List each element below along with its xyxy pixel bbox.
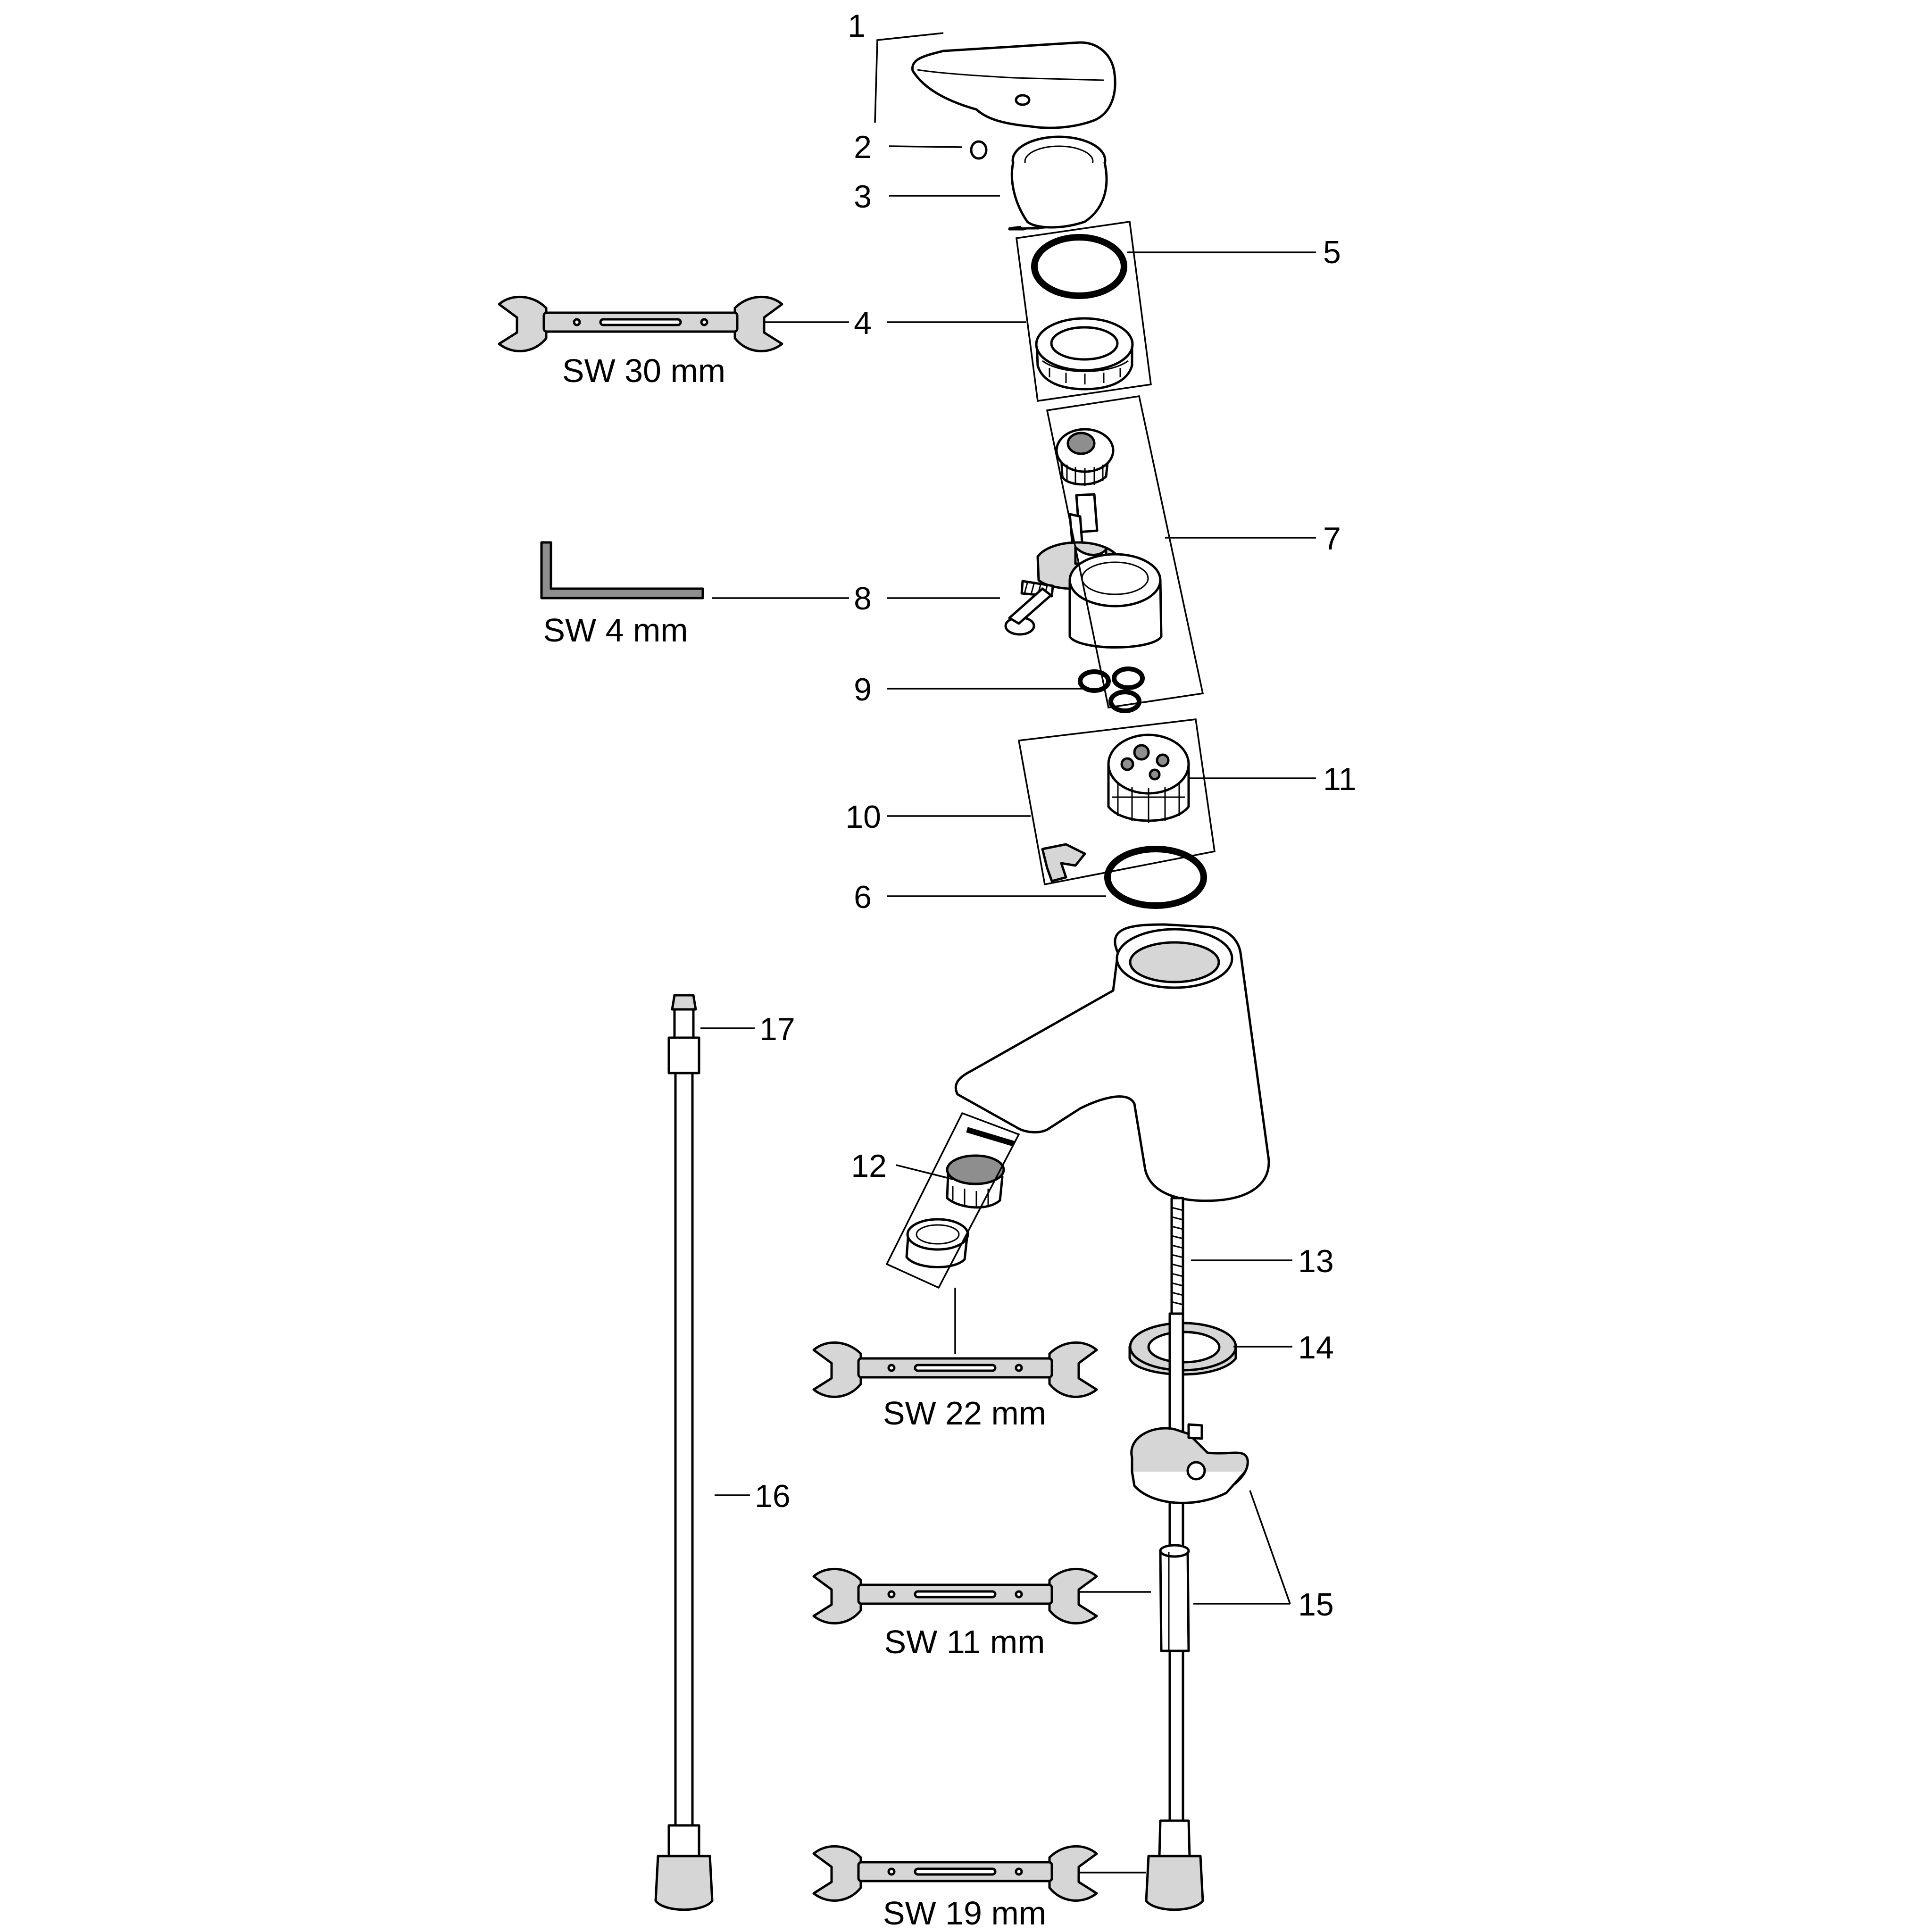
callout-7: 7 <box>1323 521 1341 557</box>
tool-label-sw-19: SW 19 mm <box>883 1895 1046 1932</box>
callout-2: 2 <box>854 129 872 165</box>
callout-15: 15 <box>1298 1587 1334 1623</box>
callout-13: 13 <box>1298 1243 1334 1279</box>
callout-10: 10 <box>845 799 881 835</box>
hex-key-icon <box>540 541 704 600</box>
part-2-set-screw <box>970 140 988 160</box>
tool-label-sw-4: SW 4 mm <box>543 612 688 649</box>
part-12-aerator <box>905 1127 1015 1268</box>
part-9-small-o-rings <box>1078 666 1145 713</box>
group-box-10-11 <box>1017 718 1216 886</box>
faucet-body <box>954 923 1270 1202</box>
callout-3: 3 <box>854 179 872 215</box>
part-6-o-ring-lower <box>1104 846 1207 909</box>
part-8-fixing-screw <box>1004 580 1054 636</box>
group-box-7 <box>1046 395 1204 708</box>
part-11-valve-insert <box>1107 733 1190 823</box>
callout-11: 11 <box>1323 761 1357 797</box>
supply-hose-left <box>654 994 714 1911</box>
part-7-cartridge <box>1036 493 1163 649</box>
part-15-hex-sleeve <box>1159 1544 1190 1652</box>
group-box-4-5 <box>1016 221 1152 402</box>
open-end-wrench-icon <box>814 1846 1097 1900</box>
part-13-threaded-rod <box>1170 1197 1184 1315</box>
open-end-wrench-icon <box>499 297 782 351</box>
callout-9: 9 <box>854 672 872 708</box>
callout-16: 16 <box>755 1478 791 1514</box>
group-box-12 <box>885 1112 1020 1289</box>
callout-12: 12 <box>851 1148 887 1184</box>
callout-6: 6 <box>854 879 872 915</box>
part-10-retaining-clip <box>1041 843 1086 883</box>
part-15-mounting-bracket <box>1130 1423 1249 1504</box>
open-end-wrench-icon <box>814 1569 1097 1623</box>
tool-label-sw-30: SW 30 mm <box>562 352 725 389</box>
tool-label-sw-22: SW 22 mm <box>883 1395 1046 1432</box>
part-3-cover-cap <box>1008 135 1108 231</box>
callout-17: 17 <box>759 1011 795 1047</box>
callout-4: 4 <box>854 305 872 341</box>
part-5-o-ring-upper <box>1031 234 1127 299</box>
callout-1: 1 <box>848 8 866 44</box>
part-7-cartridge-collar <box>1055 428 1115 486</box>
part-4-threaded-ring-nut <box>1035 317 1134 391</box>
callout-14: 14 <box>1298 1330 1334 1366</box>
callout-5: 5 <box>1323 234 1341 270</box>
part-1-lever-handle <box>911 41 1116 129</box>
callout-8: 8 <box>854 581 872 616</box>
tool-label-sw-11: SW 11 mm <box>884 1624 1045 1660</box>
